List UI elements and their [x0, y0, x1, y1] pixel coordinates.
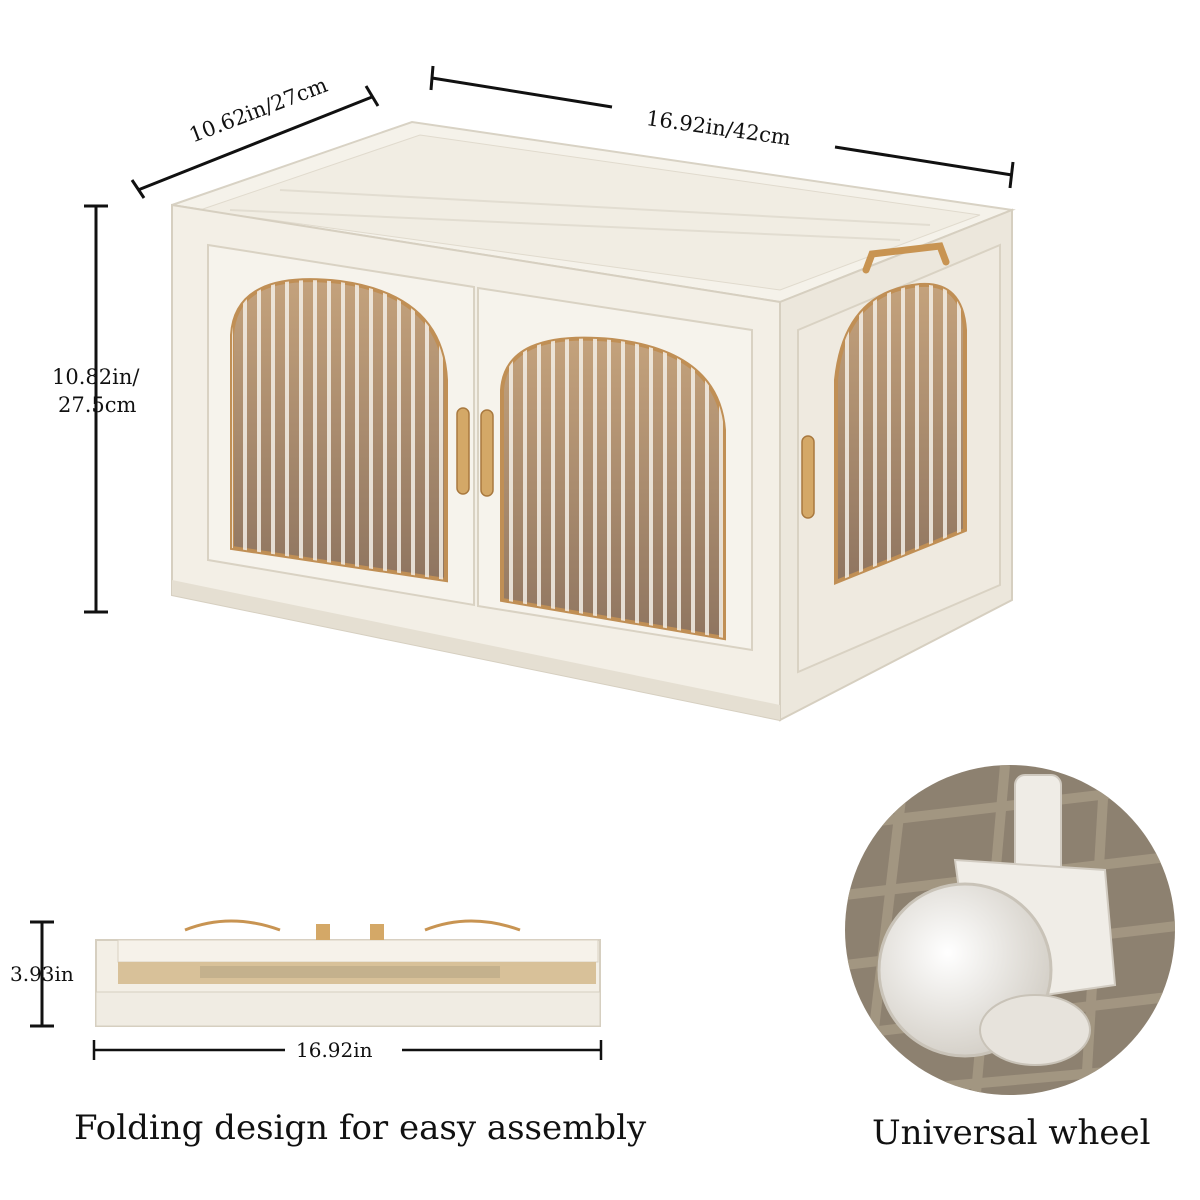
- door-handles: [456, 242, 950, 519]
- folded-height-dimension-line: [30, 920, 54, 1028]
- folded-height-label: 3.93in: [10, 962, 74, 986]
- width-dimension-line: [429, 65, 1015, 189]
- folded-width-dimension-line: [92, 1040, 603, 1060]
- depth-dimension-line: [130, 85, 380, 199]
- universal-wheel-illustration: [845, 765, 1175, 1095]
- folded-cabinet-illustration: [30, 919, 603, 1060]
- height-label-line2: 27.5cm: [58, 393, 137, 417]
- folding-caption: Folding design for easy assembly: [74, 1108, 647, 1148]
- left-door-window: [230, 278, 448, 583]
- side-window: [834, 282, 967, 585]
- height-label-line1: 10.82in/: [52, 365, 140, 389]
- folded-width-label: 16.92in: [296, 1038, 373, 1062]
- wheel-caption: Universal wheel: [872, 1113, 1151, 1153]
- folded-box: [95, 919, 601, 1027]
- right-door-window: [500, 336, 726, 641]
- height-dimension-line: [84, 204, 108, 614]
- cabinet-illustration: [84, 65, 1016, 722]
